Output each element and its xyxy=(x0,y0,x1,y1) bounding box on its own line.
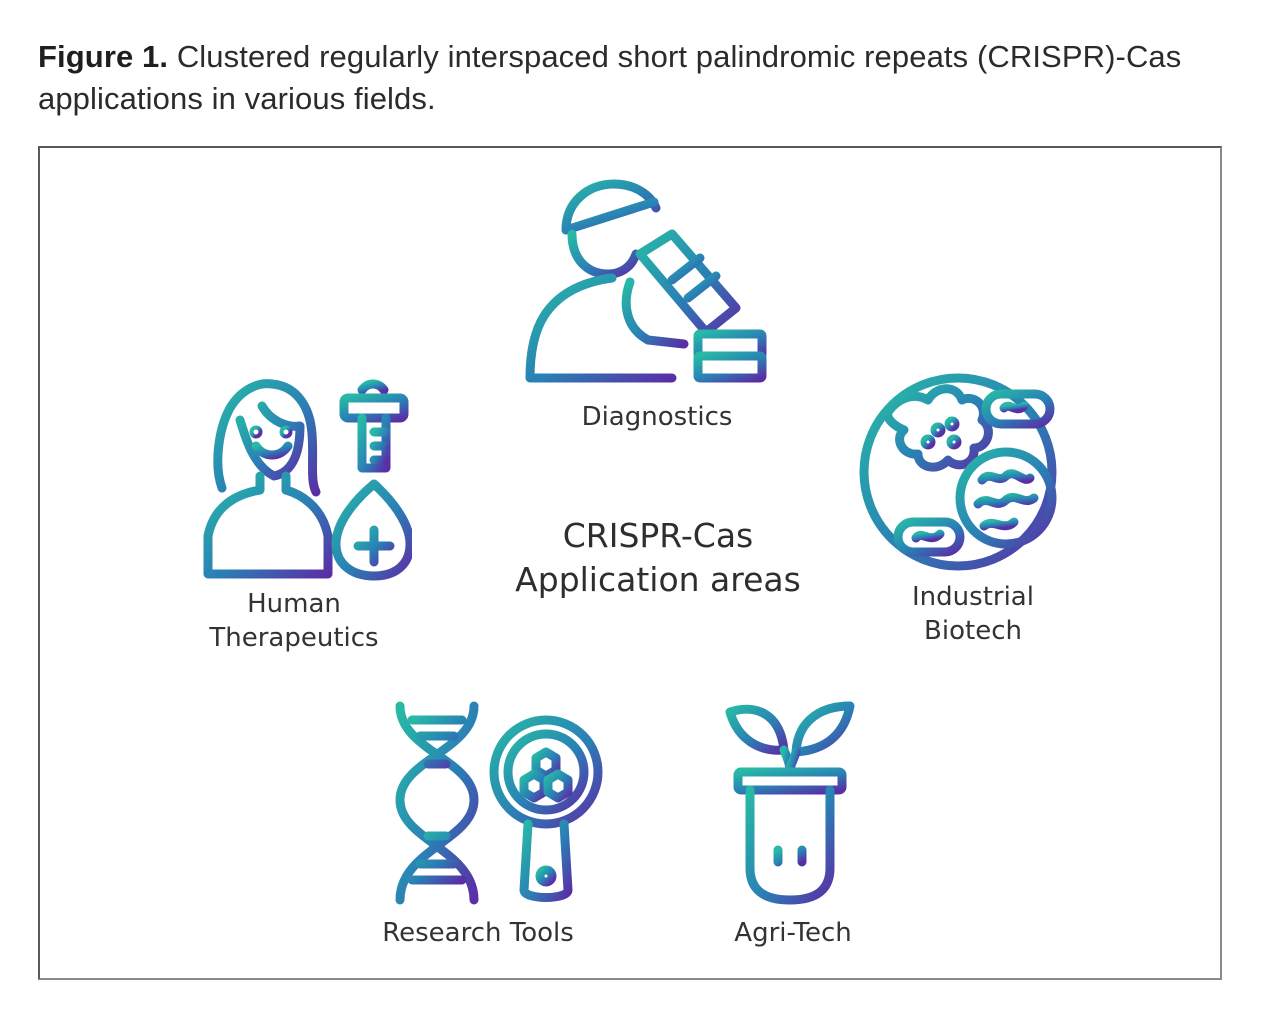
center-title-line1: CRISPR-Cas xyxy=(562,516,754,555)
dna-magnifier-icon xyxy=(395,701,603,905)
industrial-label: Industrial xyxy=(912,582,1034,612)
area-label-agri-tech: Agri-Tech xyxy=(690,916,896,950)
research-tools-label: Research Tools xyxy=(382,918,574,948)
center-title-line2: Application areas xyxy=(515,560,801,599)
area-label-human-therapeutics: Human Therapeutics xyxy=(180,587,408,655)
plant-test-tube-icon xyxy=(725,701,855,905)
figure-caption-text: Clustered regularly interspaced short pa… xyxy=(38,39,1182,116)
microbe-circle-icon xyxy=(859,373,1057,571)
area-label-diagnostics: Diagnostics xyxy=(547,400,767,434)
agri-tech-label: Agri-Tech xyxy=(734,918,852,948)
area-label-research-tools: Research Tools xyxy=(362,916,594,950)
biotech-label: Biotech xyxy=(924,616,1022,646)
figure-label: Figure 1. xyxy=(38,39,169,74)
therapeutics-label: Therapeutics xyxy=(209,623,379,653)
area-label-industrial-biotech: Industrial Biotech xyxy=(860,580,1086,648)
scientist-microscope-icon xyxy=(525,179,767,383)
diagnostics-label: Diagnostics xyxy=(581,402,733,432)
woman-dropper-icon xyxy=(203,379,412,581)
figure-caption: Figure 1. Clustered regularly interspace… xyxy=(38,36,1238,120)
human-label: Human xyxy=(247,589,341,619)
center-title: CRISPR-Cas Application areas xyxy=(488,514,828,602)
